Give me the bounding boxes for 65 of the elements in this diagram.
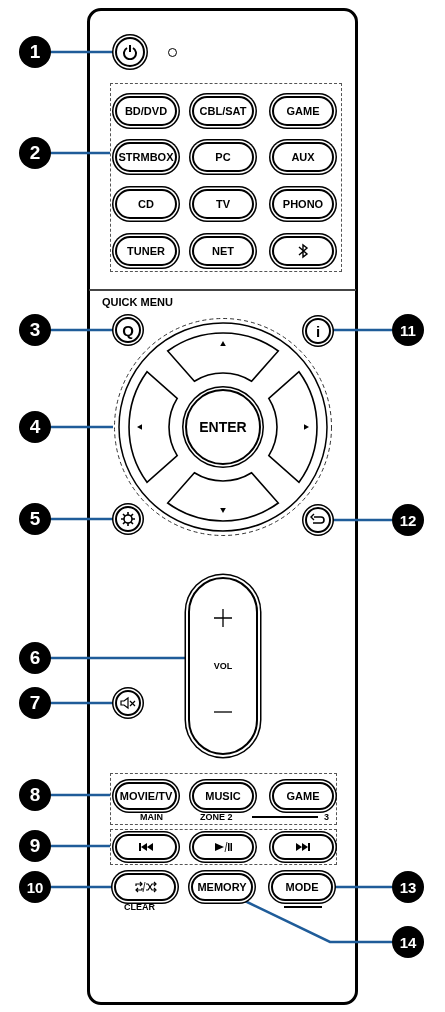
remote-button: TUNER — [115, 236, 177, 266]
leader-line — [51, 425, 113, 429]
leader-line — [51, 844, 110, 848]
leader-line — [51, 151, 110, 155]
remote-button: MUSIC — [192, 782, 254, 810]
leader-line — [333, 885, 392, 889]
callout-number: 2 — [19, 137, 51, 169]
callout-number: 7 — [19, 687, 51, 719]
remote-button: CBL/SAT — [192, 96, 254, 126]
remote-button — [272, 834, 334, 860]
button-caption: CLEAR — [124, 902, 155, 912]
round-button — [115, 690, 141, 716]
remote-button: BD/DVD — [115, 96, 177, 126]
callout-number: 14 — [392, 926, 424, 958]
round-button — [305, 507, 331, 533]
remote-button — [114, 873, 176, 901]
zone-label: 3 — [324, 812, 329, 822]
round-button: ENTER — [185, 389, 261, 465]
remote-button: GAME — [272, 782, 334, 810]
remote-button: STRMBOX — [115, 142, 177, 172]
leader-line — [51, 328, 115, 332]
remote-button: CD — [115, 189, 177, 219]
zone-label: ZONE 2 — [200, 812, 233, 822]
cursor-ring — [113, 317, 333, 537]
leader-line — [51, 50, 115, 54]
round-button: Q — [115, 317, 141, 343]
callout-number: 13 — [392, 871, 424, 903]
remote-button: GAME — [272, 96, 334, 126]
remote-button: MEMORY — [191, 873, 253, 901]
remote-button: AUX — [272, 142, 334, 172]
leader-line — [51, 793, 110, 797]
callout-number: 6 — [19, 642, 51, 674]
round-button: i — [305, 318, 331, 344]
remote-button: TV — [192, 189, 254, 219]
round-button — [115, 37, 145, 67]
remote-button: MOVIE/TV — [115, 782, 177, 810]
leader-line — [51, 517, 115, 521]
leader-line — [244, 899, 392, 944]
callout-number: 1 — [19, 36, 51, 68]
remote-button — [272, 236, 334, 266]
leader-line — [51, 885, 114, 889]
callout-number: 9 — [19, 830, 51, 862]
volume-rocker: VOL — [188, 577, 258, 755]
remote-button: NET — [192, 236, 254, 266]
button-group — [110, 829, 337, 865]
callout-number: 4 — [19, 411, 51, 443]
callout-number: 10 — [19, 871, 51, 903]
leader-line — [51, 701, 115, 705]
remote-button: PHONO — [272, 189, 334, 219]
callout-number: 8 — [19, 779, 51, 811]
button-group — [110, 83, 342, 272]
callout-number: 11 — [392, 314, 424, 346]
callout-number: 3 — [19, 314, 51, 346]
remote-button — [115, 834, 177, 860]
remote-button: MODE — [271, 873, 333, 901]
leader-line — [331, 328, 392, 332]
button-group — [110, 773, 337, 825]
callout-number: 12 — [392, 504, 424, 536]
zone-label: MAIN — [140, 812, 163, 822]
remote-button: PC — [192, 142, 254, 172]
remote-button — [192, 834, 254, 860]
callout-number: 5 — [19, 503, 51, 535]
leader-line — [331, 518, 392, 522]
round-button — [115, 506, 141, 532]
button-caption: QUICK MENU — [102, 296, 173, 308]
